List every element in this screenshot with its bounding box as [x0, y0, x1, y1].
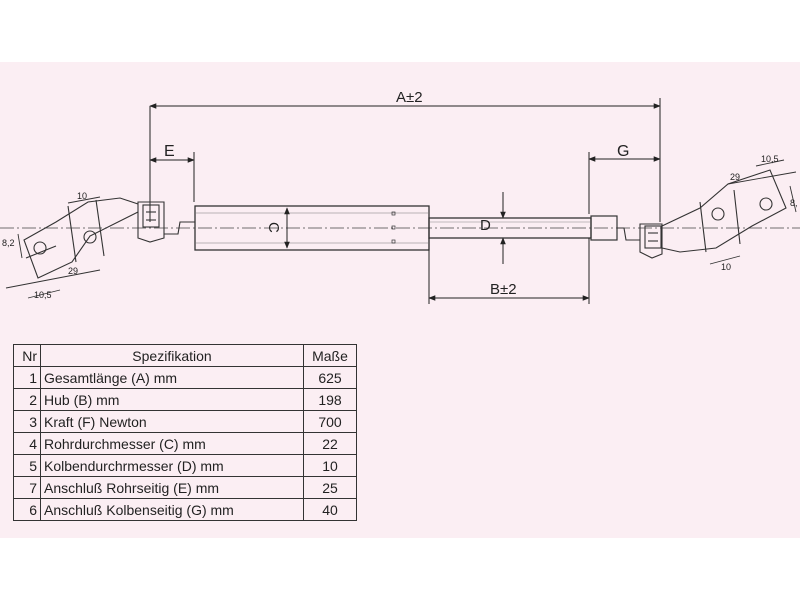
- row-value: 40: [303, 498, 357, 521]
- gas-spring-drawing: A±2 E G C: [0, 89, 800, 304]
- table-row: 5 Kolbendurchrmesser (D) mm 10: [13, 454, 357, 477]
- header-value: Maße: [303, 344, 357, 367]
- right-end-dim-2: 29: [730, 172, 740, 182]
- dimension-e: E: [149, 143, 195, 202]
- dimension-c-label: C: [265, 222, 282, 233]
- row-value: 10: [303, 454, 357, 477]
- specification-table: Nr Spezifikation Maße 1 Gesamtlänge (A) …: [13, 344, 357, 521]
- table-row: 7 Anschluß Rohrseitig (E) mm 25: [13, 476, 357, 499]
- dimension-b: B±2: [428, 238, 590, 304]
- table-row: 6 Anschluß Kolbenseitig (G) mm 40: [13, 498, 357, 521]
- row-nr: 7: [13, 476, 41, 499]
- dimension-c: C: [265, 207, 290, 249]
- table-row: 3 Kraft (F) Newton 700: [13, 410, 357, 433]
- row-value: 22: [303, 432, 357, 455]
- row-spec: Hub (B) mm: [40, 388, 304, 411]
- row-value: 625: [303, 366, 357, 389]
- dimension-g: G: [588, 143, 661, 214]
- table-row: 2 Hub (B) mm 198: [13, 388, 357, 411]
- row-value: 198: [303, 388, 357, 411]
- left-end-labels: 10 29 10,5 8,2: [2, 191, 87, 300]
- row-spec: Gesamtlänge (A) mm: [40, 366, 304, 389]
- table-header-row: Nr Spezifikation Maße: [13, 344, 357, 367]
- row-nr: 2: [13, 388, 41, 411]
- left-end-dim-3: 10,5: [34, 290, 52, 300]
- right-end-labels: 10,5 29 10 8,: [721, 154, 798, 272]
- row-value: 25: [303, 476, 357, 499]
- row-spec: Kraft (F) Newton: [40, 410, 304, 433]
- row-spec: Rohrdurchmesser (C) mm: [40, 432, 304, 455]
- row-nr: 6: [13, 498, 41, 521]
- left-end-fitting: [5, 196, 195, 299]
- dimension-g-label: G: [617, 143, 629, 160]
- left-end-dim-1: 10: [77, 191, 87, 201]
- table-row: 1 Gesamtlänge (A) mm 625: [13, 366, 357, 389]
- row-nr: 3: [13, 410, 41, 433]
- row-nr: 1: [13, 366, 41, 389]
- table-row: 4 Rohrdurchmesser (C) mm 22: [13, 432, 357, 455]
- right-end-fitting: [617, 159, 797, 265]
- row-nr: 4: [13, 432, 41, 455]
- dimension-d-label: D: [480, 217, 491, 234]
- dimension-b-label: B±2: [490, 281, 517, 298]
- dimension-a: A±2: [149, 89, 661, 222]
- right-end-dim-1: 10,5: [761, 154, 779, 164]
- left-end-dim-4: 8,2: [2, 238, 15, 248]
- row-nr: 5: [13, 454, 41, 477]
- left-end-dim-2: 29: [68, 266, 78, 276]
- header-nr: Nr: [13, 344, 41, 367]
- right-end-dim-4: 8,: [790, 198, 798, 208]
- dimension-e-label: E: [164, 143, 175, 160]
- dimension-a-label: A±2: [396, 89, 423, 106]
- row-spec: Kolbendurchrmesser (D) mm: [40, 454, 304, 477]
- dimension-d: D: [480, 192, 506, 264]
- row-value: 700: [303, 410, 357, 433]
- header-spec: Spezifikation: [40, 344, 304, 367]
- row-spec: Anschluß Rohrseitig (E) mm: [40, 476, 304, 499]
- row-spec: Anschluß Kolbenseitig (G) mm: [40, 498, 304, 521]
- right-end-dim-3: 10: [721, 262, 731, 272]
